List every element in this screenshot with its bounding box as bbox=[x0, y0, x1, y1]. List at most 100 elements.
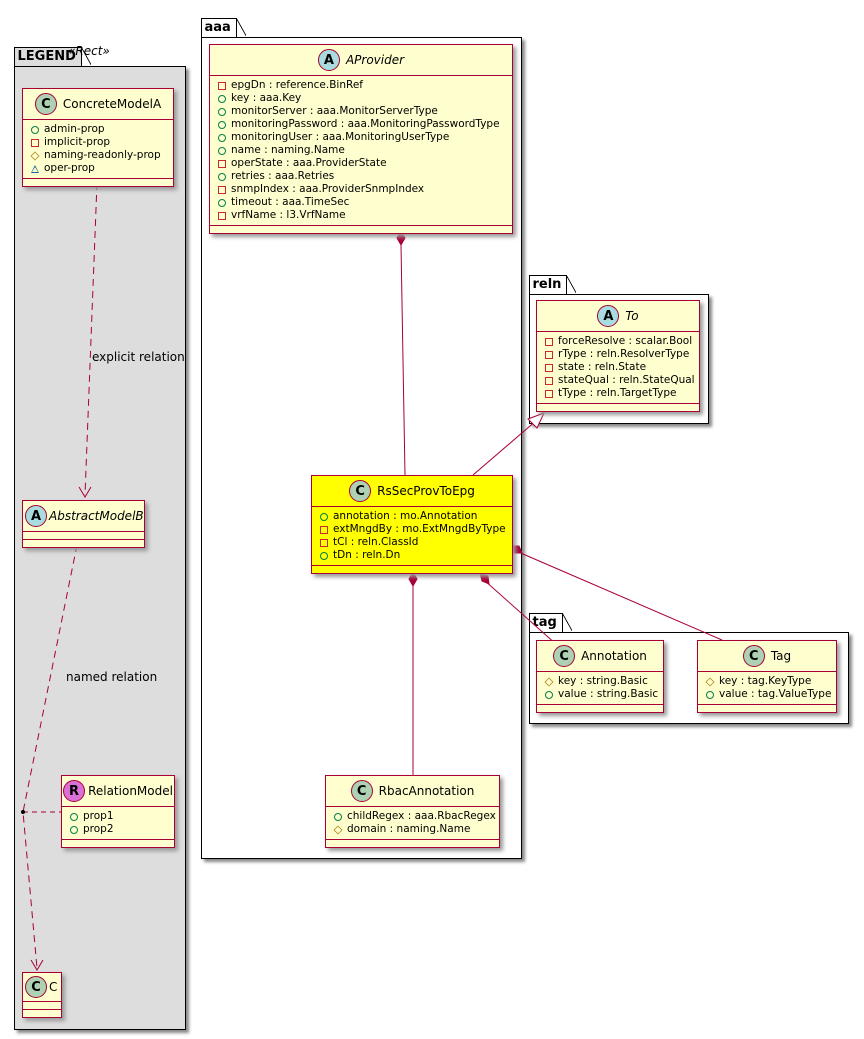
class-name: RelationModel bbox=[88, 784, 173, 798]
named-relation-label: named relation bbox=[66, 670, 158, 684]
private-icon bbox=[545, 363, 553, 372]
relation-badge-icon: R bbox=[63, 780, 86, 802]
private-icon bbox=[218, 159, 226, 168]
public-icon bbox=[218, 94, 226, 103]
attribute-list bbox=[23, 1002, 61, 1010]
attribute: childRegex : aaa.RbacRegex bbox=[334, 810, 496, 823]
attribute: value : tag.ValueType bbox=[706, 688, 831, 701]
public-icon bbox=[320, 551, 328, 560]
package-aaa-tab: aaa bbox=[200, 18, 247, 37]
class-name: ConcreteModelA bbox=[62, 97, 162, 111]
method-list bbox=[537, 404, 699, 411]
attribute: snmpIndex : aaa.ProviderSnmpIndex bbox=[218, 183, 506, 196]
private-icon bbox=[545, 389, 553, 398]
attribute: retries : aaa.Retries bbox=[218, 170, 506, 183]
protected-icon bbox=[544, 676, 554, 687]
method-list bbox=[23, 179, 173, 186]
attribute: naming-readonly-prop bbox=[30, 149, 167, 162]
attribute: state : reln.State bbox=[545, 361, 693, 374]
attribute: extMngdBy : mo.ExtMngdByType bbox=[320, 523, 506, 536]
method-list bbox=[23, 1010, 61, 1017]
class-rbacannotation[interactable]: C RbacAnnotation childRegex : aaa.RbacReg… bbox=[325, 775, 500, 848]
abstract-badge-icon: A bbox=[317, 49, 340, 71]
attribute: tType : reln.TargetType bbox=[545, 387, 693, 400]
class-name: AbstractModelB bbox=[49, 509, 144, 523]
attribute: annotation : mo.Annotation bbox=[320, 510, 506, 523]
class-badge-icon: C bbox=[349, 480, 372, 502]
attribute: stateQual : reln.StateQual bbox=[545, 374, 695, 387]
attribute-list: admin-prop implicit-prop naming-readonly… bbox=[23, 120, 173, 179]
public-icon bbox=[545, 690, 553, 699]
attribute: oper-prop bbox=[31, 162, 167, 175]
legend-stereotype: «Rect» bbox=[68, 44, 110, 58]
package-tag-tab: tag bbox=[528, 613, 573, 632]
class-badge-icon: C bbox=[34, 93, 57, 115]
method-list bbox=[210, 226, 512, 233]
attribute: key : aaa.Key bbox=[218, 92, 506, 105]
package-legend-tab: LEGEND bbox=[13, 47, 92, 66]
method-list bbox=[23, 540, 144, 547]
attribute: implicit-prop bbox=[31, 136, 167, 149]
private-icon bbox=[218, 81, 226, 90]
public-icon bbox=[218, 107, 226, 116]
class-name: To bbox=[625, 309, 639, 323]
public-icon bbox=[218, 172, 226, 181]
attribute: tDn : reln.Dn bbox=[320, 549, 506, 562]
private-icon bbox=[218, 185, 226, 194]
attribute: timeout : aaa.TimeSec bbox=[218, 196, 506, 209]
abstract-badge-icon: A bbox=[597, 305, 620, 327]
class-badge-icon: C bbox=[350, 780, 373, 802]
attribute: monitorServer : aaa.MonitorServerType bbox=[218, 105, 506, 118]
method-list bbox=[326, 840, 499, 847]
package-reln-tab: reln bbox=[528, 275, 577, 294]
attribute-list bbox=[23, 532, 144, 540]
attribute: tCl : reln.ClassId bbox=[320, 536, 506, 549]
package-visibility-icon bbox=[31, 164, 39, 173]
class-name: C bbox=[49, 980, 58, 994]
public-icon bbox=[218, 198, 226, 207]
class-name: RsSecProvToEpg bbox=[377, 484, 475, 498]
class-name: AProvider bbox=[345, 53, 405, 67]
class-concrete-model-a[interactable]: C ConcreteModelA admin-prop implicit-prop… bbox=[22, 88, 174, 187]
class-badge-icon: C bbox=[553, 645, 576, 667]
private-icon bbox=[320, 525, 328, 534]
public-icon bbox=[70, 825, 78, 834]
protected-icon bbox=[705, 676, 715, 687]
class-name: Tag bbox=[770, 649, 792, 663]
public-icon bbox=[218, 133, 226, 142]
attribute: operState : aaa.ProviderState bbox=[218, 157, 506, 170]
method-list bbox=[537, 705, 663, 712]
attribute: admin-prop bbox=[31, 123, 167, 136]
public-icon bbox=[31, 125, 39, 134]
class-name: RbacAnnotation bbox=[378, 784, 475, 798]
explicit-relation-label: explicit relation bbox=[92, 350, 185, 364]
attribute: prop2 bbox=[70, 823, 168, 836]
protected-icon bbox=[30, 150, 40, 161]
public-icon bbox=[320, 512, 328, 521]
public-icon bbox=[70, 812, 78, 821]
attribute-list: prop1 prop2 bbox=[62, 807, 174, 840]
class-badge-icon: C bbox=[25, 976, 47, 998]
class-badge-icon: C bbox=[742, 645, 765, 667]
attribute: forceResolve : scalar.Bool bbox=[545, 335, 693, 348]
attribute: name : naming.Name bbox=[218, 144, 506, 157]
public-icon bbox=[218, 120, 226, 129]
class-name: Annotation bbox=[581, 649, 647, 663]
private-icon bbox=[545, 337, 553, 346]
class-rssecprovtoepg[interactable]: C RsSecProvToEpg annotation : mo.Annotati… bbox=[311, 475, 513, 574]
private-icon bbox=[218, 211, 226, 220]
private-icon bbox=[320, 538, 328, 547]
abstract-badge-icon: A bbox=[25, 505, 47, 527]
